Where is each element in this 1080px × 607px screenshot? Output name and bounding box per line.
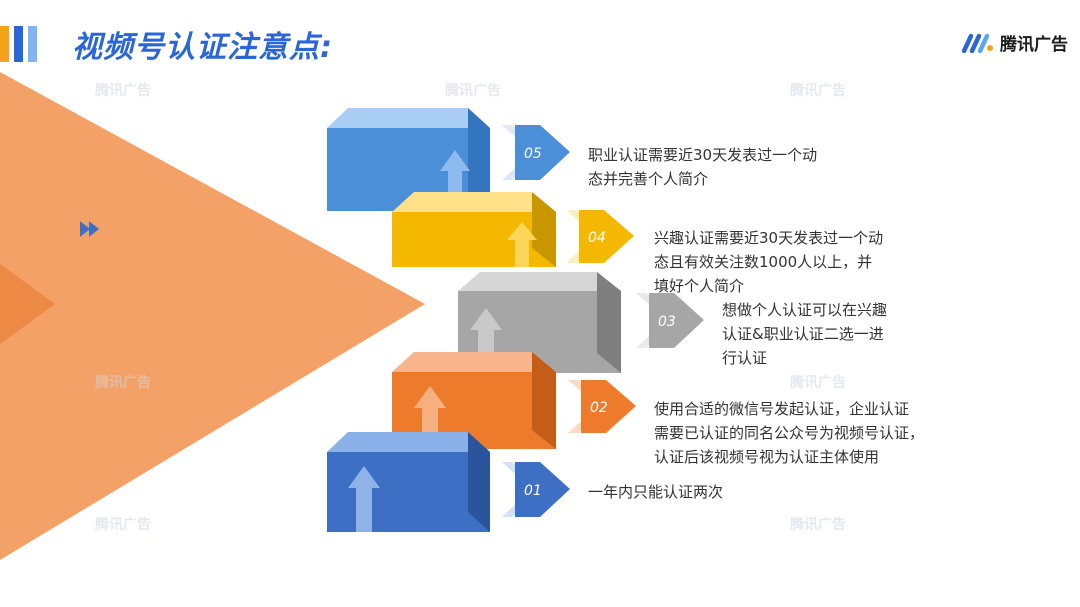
watermark: 腾讯广告 <box>445 83 501 99</box>
accent-bar-blue <box>14 26 23 62</box>
step-number-01: 01 <box>524 483 542 499</box>
accent-bar-lightblue <box>28 26 37 62</box>
up-arrow-icon <box>440 150 470 211</box>
step-text-01: 一年内只能认证两次 <box>588 483 724 501</box>
brand-mark-icon <box>962 33 993 53</box>
watermark: 腾讯广告 <box>790 375 846 391</box>
step-chevron-02: 02 <box>568 380 636 433</box>
watermark: 腾讯广告 <box>95 517 151 533</box>
up-arrow-icon <box>348 466 380 532</box>
step-number-03: 03 <box>658 314 676 330</box>
step-box-04 <box>392 192 556 267</box>
accent-bar-orange <box>0 26 9 62</box>
step-number-05: 05 <box>524 146 542 162</box>
step-chevron-01: 01 <box>502 462 570 517</box>
watermark: 腾讯广告 <box>790 83 846 99</box>
watermark: 腾讯广告 <box>95 83 151 99</box>
step-box-01 <box>327 432 490 532</box>
brand-logo: 腾讯广告 <box>962 30 1068 55</box>
page-title: 视频号认证注意点: <box>72 30 333 65</box>
up-arrow-icon <box>507 222 537 267</box>
brand-name: 腾讯广告 <box>1000 35 1068 55</box>
step-chevron-04: 04 <box>566 210 634 263</box>
fast-forward-icon <box>80 221 99 237</box>
step-text-04: 兴趣认证需要近30天发表过一个动 态且有效关注数1000人以上，并 填好个人简介 <box>654 229 884 295</box>
watermark: 腾讯广告 <box>790 517 846 533</box>
step-chevron-03: 03 <box>636 293 704 348</box>
step-number-02: 02 <box>590 400 608 416</box>
step-chevron-05: 05 <box>502 125 570 180</box>
step-text-02: 使用合适的微信号发起认证，企业认证 需要已认证的同名公众号为视频号认证， 认证后… <box>654 400 925 466</box>
step-number-04: 04 <box>588 230 606 246</box>
step-text-05: 职业认证需要近30天发表过一个动 态并完善个人简介 <box>588 146 818 188</box>
step-text-03: 想做个人认证可以在兴趣 认证&职业认证二选一进 行认证 <box>722 301 888 367</box>
triangle-inner-accent <box>0 264 55 344</box>
watermark: 腾讯广告 <box>95 375 151 391</box>
